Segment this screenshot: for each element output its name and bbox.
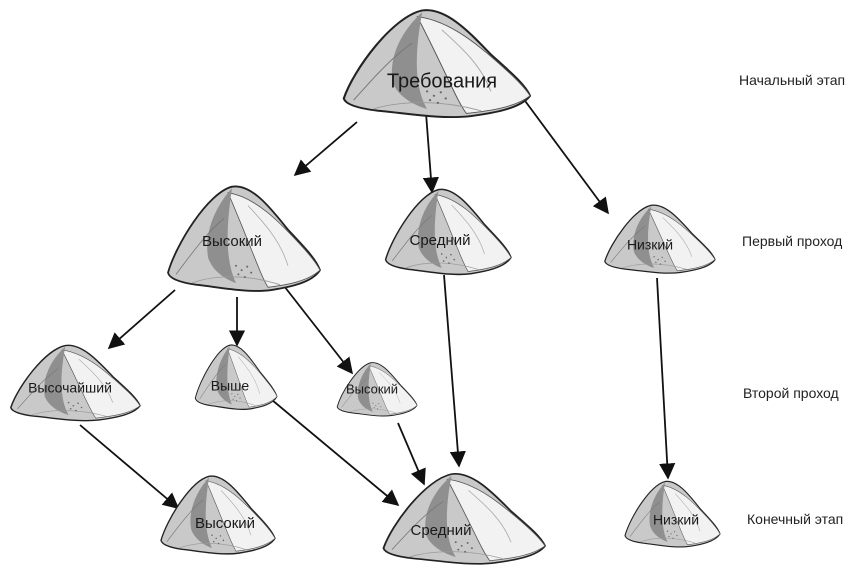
stage-label-second-pass: Второй проход — [743, 385, 839, 401]
stage-label-first-pass: Первый проход — [742, 233, 843, 249]
edge-root-high1 — [293, 121, 358, 177]
edge-root-low1 — [516, 89, 609, 215]
node-label-mid-final: Средний — [411, 522, 472, 539]
stage-label-final: Конечный этап — [747, 511, 844, 527]
stage-label-initial: Начальный этап — [739, 72, 846, 88]
node-mid1: Средний — [384, 188, 512, 276]
node-label-mid1: Средний — [410, 232, 471, 249]
node-label-higher2: Выше — [211, 378, 250, 394]
node-low1: Низкий — [604, 204, 716, 274]
node-highest2: Высочайший — [10, 344, 141, 422]
edge-highest2-highfinal — [79, 424, 180, 510]
edge-low1-lowfinal — [656, 277, 676, 480]
node-label-low-final: Низкий — [653, 512, 699, 528]
node-label-high2: Высокий — [346, 381, 398, 396]
edge-root-mid1 — [422, 112, 439, 194]
node-label-highest2: Высочайший — [28, 380, 112, 396]
node-higher2: Выше — [194, 344, 278, 410]
node-high-final: Высокий — [160, 475, 276, 555]
node-label-root: Требования — [387, 70, 497, 92]
edge-mid1-midfinal — [443, 274, 466, 468]
edge-high2-midfinal — [397, 422, 426, 486]
edges — [79, 89, 676, 510]
node-high1: Высокий — [167, 185, 321, 292]
node-low-final: Низкий — [624, 480, 721, 548]
node-root: Требования — [342, 9, 532, 119]
node-label-low1: Низкий — [627, 237, 673, 253]
node-label-high-final: Высокий — [195, 515, 255, 532]
node-high2: Высокий — [336, 362, 418, 417]
edge-high1-highest2 — [107, 289, 176, 350]
edge-higher2-midfinal — [253, 384, 400, 507]
edge-high1-high2 — [276, 276, 353, 375]
node-label-high1: Высокий — [202, 233, 262, 250]
node-mid-final: Средний — [382, 472, 546, 565]
